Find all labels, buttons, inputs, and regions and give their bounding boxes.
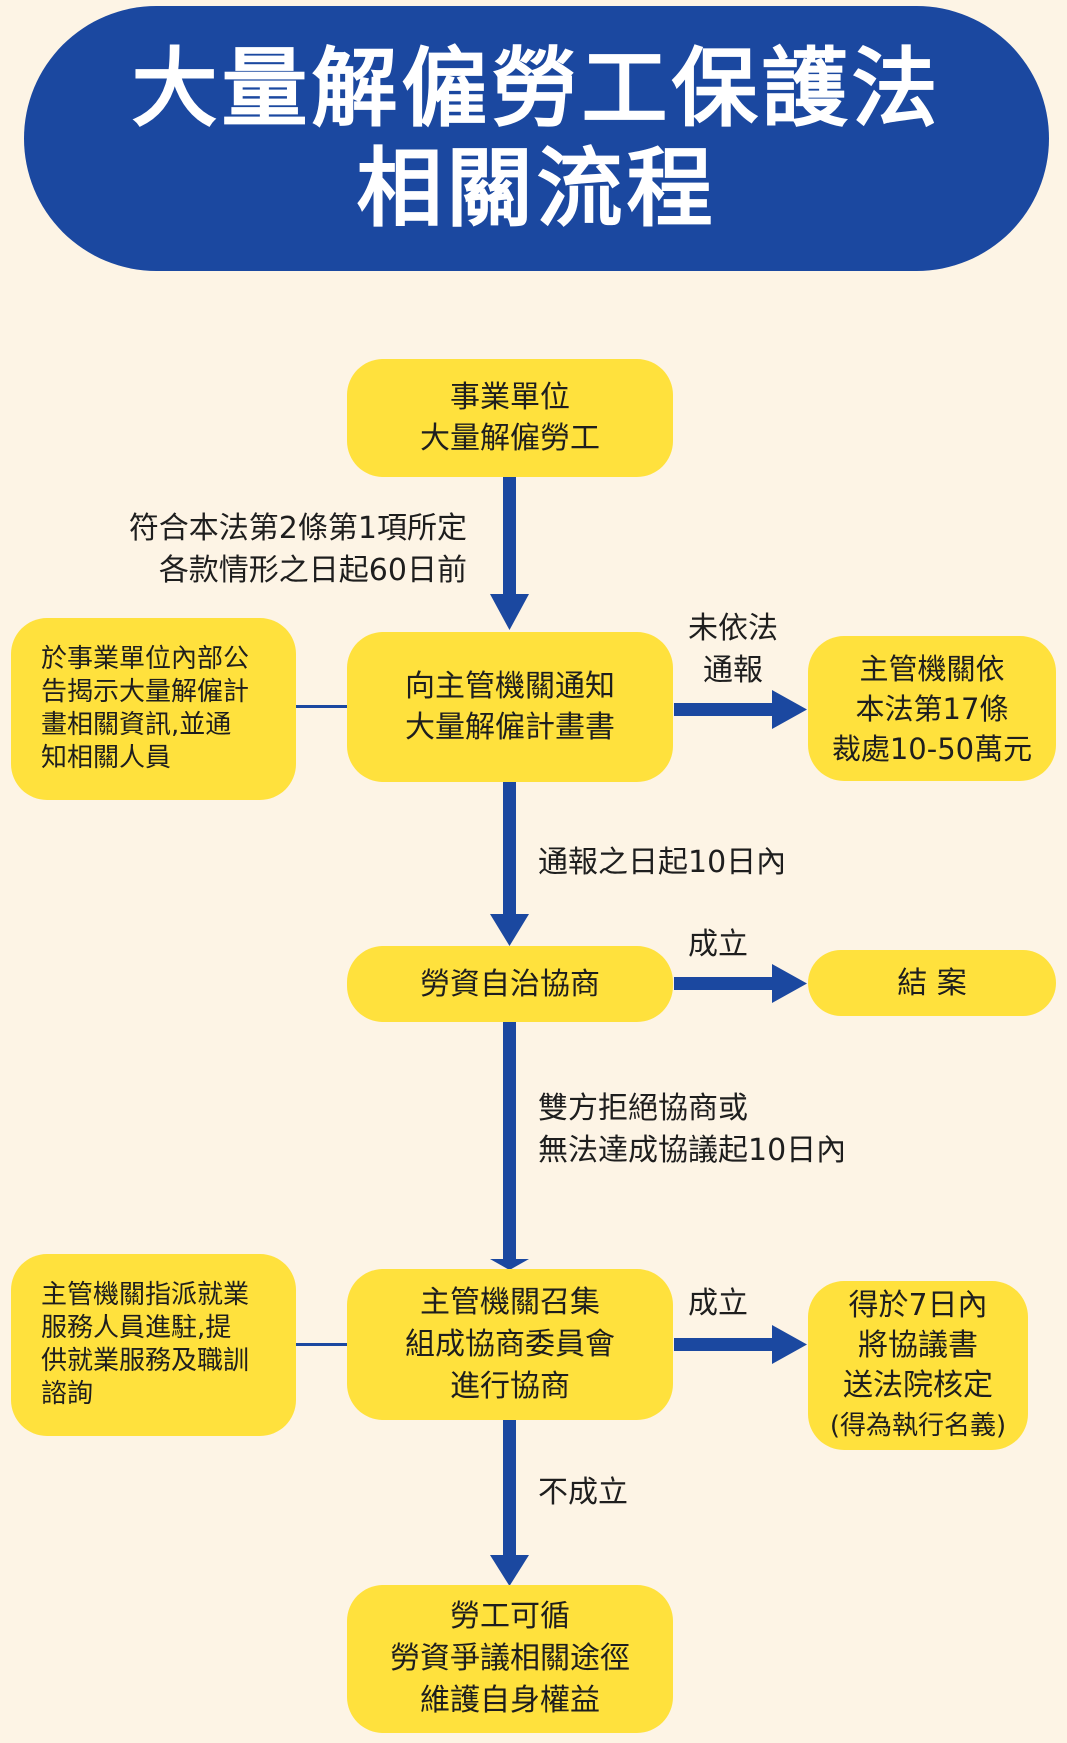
edge-label-success-2-line-1: 成立 [688, 1286, 748, 1321]
edge-label-fail-line-1: 不成立 [538, 1475, 628, 1510]
node-dispute-line-1: 勞工可循 [450, 1599, 570, 1634]
node-dispute-line-2: 勞資爭議相關途徑 [390, 1641, 630, 1676]
node-court: 得於7日內 將協議書 送法院核定 (得為執行名義) [808, 1281, 1028, 1450]
edge-label-refuse-line-2: 無法達成協議起10日內 [538, 1133, 847, 1168]
node-close: 結 案 [808, 950, 1056, 1016]
node-notify-line-1: 向主管機關通知 [405, 669, 615, 704]
edge-label-refuse: 雙方拒絕協商或 無法達成協議起10日內 [538, 1088, 846, 1172]
edge-label-deadline-60-line-2: 各款情形之日起60日前 [158, 553, 467, 588]
edge-label-within-10-line-1: 通報之日起10日內 [538, 845, 787, 880]
node-dispute: 勞工可循 勞資爭議相關途徑 維護自身權益 [347, 1585, 673, 1733]
side-note-announce-line-4: 知相關人員 [41, 743, 172, 773]
node-dispute-line-3: 維護自身權益 [420, 1683, 600, 1718]
arrow-notify-to-negotiation [490, 781, 529, 946]
node-court-line-4: (得為執行名義) [829, 1410, 1007, 1441]
node-negotiation: 勞資自治協商 [347, 946, 673, 1022]
connector-announce [296, 705, 348, 708]
arrow-start-to-notify [490, 476, 529, 630]
edge-label-not-report: 未依法 通報 [668, 608, 798, 692]
edge-label-success-1-line-1: 成立 [688, 927, 748, 962]
side-note-announce: 於事業單位內部公 告揭示大量解僱計 畫相關資訊,並通 知相關人員 [11, 618, 296, 800]
side-note-announce-line-3: 畫相關資訊,並通 [41, 710, 232, 740]
edge-label-success-1: 成立 [688, 924, 748, 966]
node-negotiation-line-1: 勞資自治協商 [420, 966, 600, 1002]
node-penalty-line-1: 主管機關依 [859, 651, 1005, 686]
node-penalty-line-2: 本法第17條 [855, 691, 1009, 726]
side-note-employment-line-4: 諮詢 [41, 1379, 94, 1409]
node-committee-line-1: 主管機關召集 [420, 1284, 600, 1320]
arrow-notify-to-penalty [674, 690, 807, 729]
side-note-announce-line-1: 於事業單位內部公 [41, 644, 250, 674]
node-committee-line-3: 進行協商 [450, 1368, 570, 1404]
edge-label-fail: 不成立 [538, 1472, 628, 1514]
arrow-negotiation-to-committee [490, 1021, 529, 1270]
node-penalty-line-3: 裁處10-50萬元 [831, 731, 1033, 766]
edge-label-not-report-line-2: 通報 [703, 653, 763, 688]
node-start-line-2: 大量解僱勞工 [420, 421, 600, 456]
page-title-line-2: 相關流程 [356, 138, 717, 239]
node-court-line-3: 送法院核定 [843, 1367, 993, 1403]
node-notify-line-2: 大量解僱計畫書 [405, 710, 615, 745]
edge-label-not-report-line-1: 未依法 [688, 611, 778, 646]
node-penalty: 主管機關依 本法第17條 裁處10-50萬元 [808, 636, 1056, 781]
node-court-line-1: 得於7日內 [848, 1287, 988, 1323]
connector-employment [296, 1343, 348, 1346]
arrow-committee-to-court [674, 1325, 807, 1364]
node-close-line-1: 結 案 [897, 965, 967, 1001]
arrow-committee-to-dispute [490, 1419, 529, 1586]
edge-label-within-10: 通報之日起10日內 [538, 842, 786, 884]
side-note-employment-line-1: 主管機關指派就業 [41, 1280, 250, 1310]
node-start: 事業單位 大量解僱勞工 [347, 359, 673, 477]
arrow-negotiation-to-close [674, 964, 807, 1003]
title-banner: 大量解僱勞工保護法 相關流程 [24, 6, 1049, 271]
side-note-employment: 主管機關指派就業 服務人員進駐,提 供就業服務及職訓 諮詢 [11, 1254, 296, 1436]
page-title-line-1: 大量解僱勞工保護法 [131, 38, 942, 139]
edge-label-refuse-line-1: 雙方拒絕協商或 [538, 1091, 748, 1126]
edge-label-deadline-60: 符合本法第2條第1項所定 各款情形之日起60日前 [129, 508, 467, 592]
node-committee-line-2: 組成協商委員會 [405, 1326, 615, 1362]
node-court-line-2: 將協議書 [858, 1327, 978, 1363]
node-start-line-1: 事業單位 [450, 380, 570, 415]
side-note-employment-line-3: 供就業服務及職訓 [41, 1346, 250, 1376]
edge-label-success-2: 成立 [688, 1283, 748, 1325]
side-note-employment-line-2: 服務人員進駐,提 [41, 1313, 232, 1343]
edge-label-deadline-60-line-1: 符合本法第2條第1項所定 [128, 511, 467, 546]
node-notify: 向主管機關通知 大量解僱計畫書 [347, 632, 673, 782]
node-committee: 主管機關召集 組成協商委員會 進行協商 [347, 1269, 673, 1420]
side-note-announce-line-2: 告揭示大量解僱計 [41, 677, 250, 707]
